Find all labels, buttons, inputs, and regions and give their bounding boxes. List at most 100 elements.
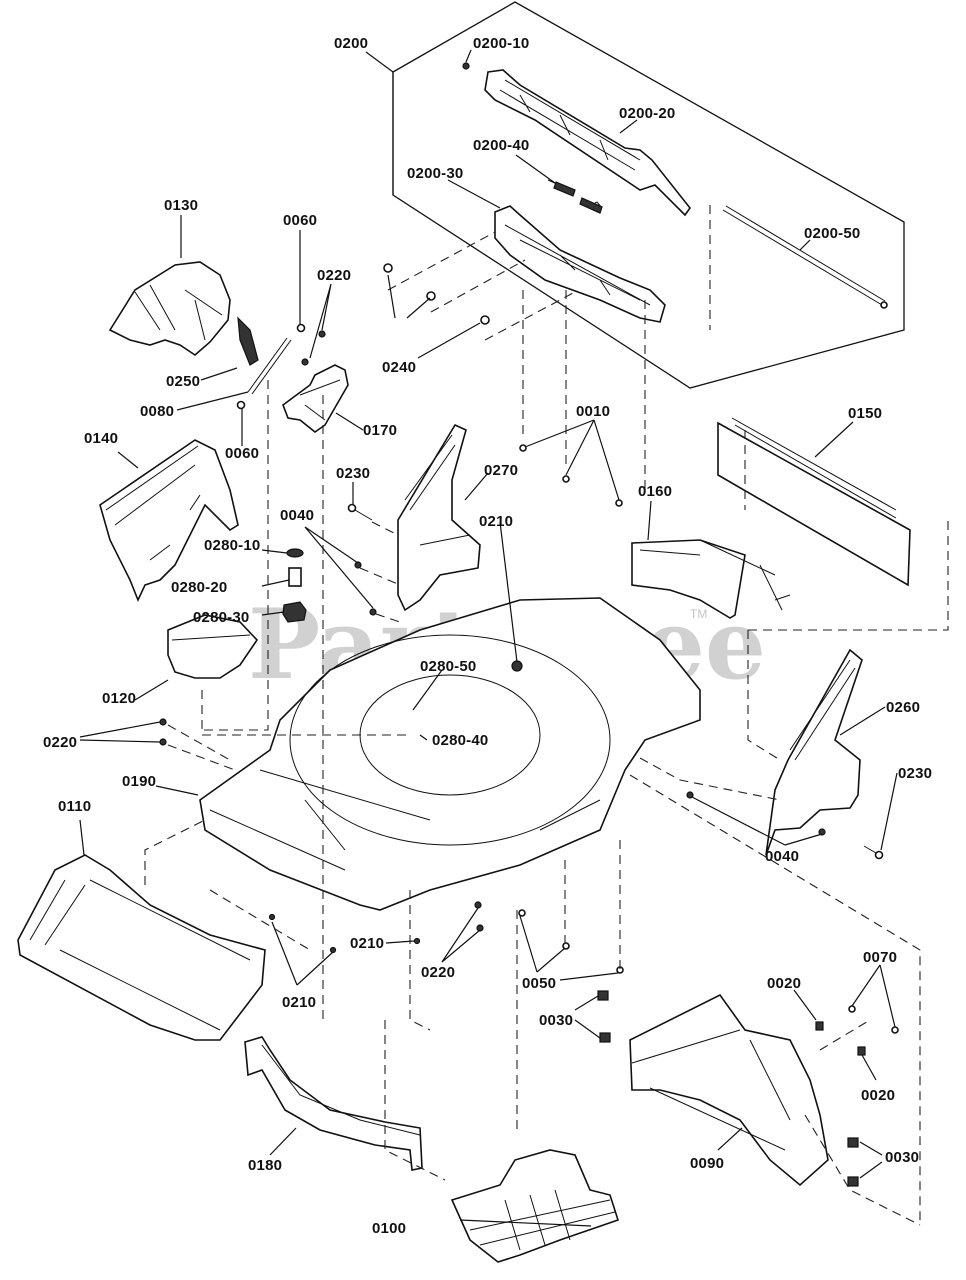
label-0220-left[interactable]: 0220	[43, 734, 77, 751]
label-0120[interactable]: 0120	[102, 690, 136, 707]
label-0090[interactable]: 0090	[690, 1155, 724, 1172]
label-0160[interactable]: 0160	[638, 483, 672, 500]
part-0040-bolt-b[interactable]	[369, 608, 377, 616]
part-0280-10[interactable]	[286, 548, 304, 558]
part-0210-screw-c[interactable]	[413, 937, 421, 945]
part-0200-10[interactable]	[462, 62, 470, 70]
part-0230-bolt-left[interactable]	[347, 503, 373, 521]
label-0220-bottom[interactable]: 0220	[421, 964, 455, 981]
label-0250[interactable]: 0250	[166, 373, 200, 390]
part-0260[interactable]	[765, 648, 863, 856]
label-0200-40[interactable]: 0200-40	[473, 137, 529, 154]
part-0040-bolt-a[interactable]	[354, 561, 362, 569]
part-0030-clip-d[interactable]	[847, 1176, 859, 1187]
part-0200-30[interactable]	[494, 205, 666, 323]
label-0200-50[interactable]: 0200-50	[804, 225, 860, 242]
part-0050-screw-b[interactable]	[562, 942, 570, 950]
part-0030-clip-c[interactable]	[847, 1137, 859, 1148]
part-0210-screw-b[interactable]	[329, 946, 337, 954]
part-0180[interactable]	[244, 1036, 423, 1171]
label-0200-20[interactable]: 0200-20	[619, 105, 675, 122]
label-0180[interactable]: 0180	[248, 1157, 282, 1174]
label-0040-upper[interactable]: 0040	[280, 507, 314, 524]
part-0010-a[interactable]	[519, 444, 527, 452]
label-0140[interactable]: 0140	[84, 430, 118, 447]
part-0040-bolt-d[interactable]	[818, 828, 826, 836]
part-0010-c[interactable]	[615, 499, 623, 507]
label-0280-30[interactable]: 0280-30	[193, 609, 249, 626]
label-0150[interactable]: 0150	[848, 405, 882, 422]
part-0050-screw-a[interactable]	[518, 909, 526, 917]
label-0130[interactable]: 0130	[164, 197, 198, 214]
part-0200-20[interactable]	[484, 69, 692, 217]
part-0040-bolt-c[interactable]	[686, 791, 694, 799]
label-0010[interactable]: 0010	[576, 403, 610, 420]
part-0060-nut-lower[interactable]	[236, 400, 246, 410]
part-0200-50[interactable]	[722, 205, 888, 309]
part-0220-screw-d[interactable]	[159, 738, 167, 746]
part-0220-screw-e[interactable]	[474, 901, 482, 909]
label-0280-40[interactable]: 0280-40	[432, 732, 488, 749]
label-0280-50[interactable]: 0280-50	[420, 658, 476, 675]
label-0210-center[interactable]: 0210	[479, 513, 513, 530]
part-0220-screw-a[interactable]	[318, 330, 326, 338]
part-0120[interactable]	[167, 614, 259, 679]
label-0220-upper[interactable]: 0220	[317, 267, 351, 284]
part-0230-bolt-right[interactable]	[863, 845, 884, 860]
label-0070[interactable]: 0070	[863, 949, 897, 966]
label-0050[interactable]: 0050	[522, 975, 556, 992]
label-0080[interactable]: 0080	[140, 403, 174, 420]
part-0240-nut-b[interactable]	[426, 291, 436, 301]
part-0210-screw-a[interactable]	[268, 913, 276, 921]
part-0220-screw-b[interactable]	[301, 358, 309, 366]
part-0160[interactable]	[631, 539, 791, 619]
part-0100[interactable]	[450, 1149, 620, 1263]
label-0210-left[interactable]: 0210	[282, 994, 316, 1011]
part-0010-b[interactable]	[562, 475, 570, 483]
part-0030-clip-a[interactable]	[597, 990, 609, 1001]
part-0070-screw-b[interactable]	[891, 1026, 899, 1034]
part-0240-nut-c[interactable]	[480, 315, 490, 325]
part-0270[interactable]	[397, 423, 481, 612]
part-0070-screw-a[interactable]	[848, 1005, 856, 1013]
label-0280-20[interactable]: 0280-20	[171, 579, 227, 596]
label-0240[interactable]: 0240	[382, 359, 416, 376]
label-0020-upper[interactable]: 0020	[767, 975, 801, 992]
part-0220-screw-c[interactable]	[159, 718, 167, 726]
label-0190[interactable]: 0190	[122, 773, 156, 790]
label-0200-30[interactable]: 0200-30	[407, 165, 463, 182]
part-0130[interactable]	[108, 261, 259, 366]
label-0110[interactable]: 0110	[58, 798, 91, 815]
label-0270[interactable]: 0270	[484, 462, 518, 479]
part-0090[interactable]	[629, 993, 829, 1187]
part-0170[interactable]	[282, 364, 349, 433]
label-0030-left[interactable]: 0030	[539, 1012, 573, 1029]
label-0060-lower[interactable]: 0060	[225, 445, 259, 462]
label-0200-10[interactable]: 0200-10	[473, 35, 529, 52]
part-0240-nut-a[interactable]	[383, 263, 393, 273]
part-0060-nut-upper[interactable]	[296, 323, 306, 333]
part-0110[interactable]	[17, 854, 266, 1041]
label-0200[interactable]: 0200	[334, 35, 368, 52]
part-0220-screw-f[interactable]	[476, 924, 484, 932]
label-0280-10[interactable]: 0280-10	[204, 537, 260, 554]
label-0230-right[interactable]: 0230	[898, 765, 932, 782]
part-0150[interactable]	[717, 417, 911, 587]
label-0020-lower[interactable]: 0020	[861, 1087, 895, 1104]
part-0210-plug[interactable]	[511, 660, 523, 672]
part-0020-clip-b[interactable]	[857, 1046, 866, 1056]
part-0080[interactable]	[247, 337, 292, 395]
part-0280-30[interactable]	[282, 601, 307, 623]
label-0060-upper[interactable]: 0060	[283, 212, 317, 229]
label-0210-bottom[interactable]: 0210	[350, 935, 384, 952]
label-0170[interactable]: 0170	[363, 422, 397, 439]
part-0030-clip-b[interactable]	[599, 1032, 611, 1043]
label-0230-left[interactable]: 0230	[336, 465, 370, 482]
label-0030-right[interactable]: 0030	[885, 1149, 919, 1166]
label-0260[interactable]: 0260	[886, 699, 920, 716]
part-0140[interactable]	[99, 439, 239, 603]
label-0100[interactable]: 0100	[372, 1220, 406, 1237]
label-0040-lower[interactable]: 0040	[765, 848, 799, 865]
part-0200-40[interactable]	[547, 179, 603, 214]
part-0280-20[interactable]	[288, 567, 302, 587]
